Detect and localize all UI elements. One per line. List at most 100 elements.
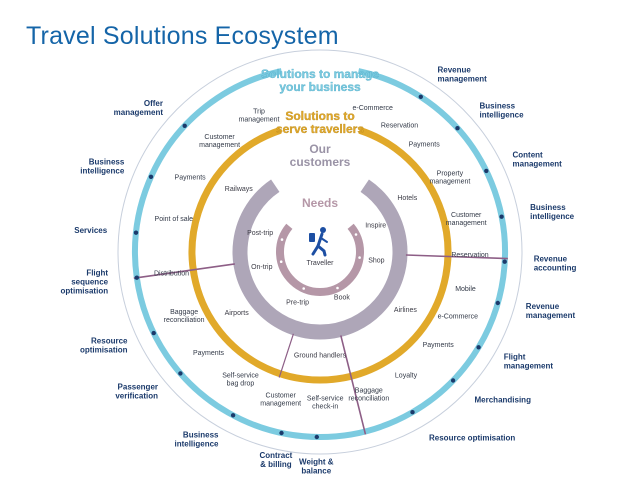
outer-label-business-intelligence: intelligence	[174, 440, 219, 449]
outer-guide-ring	[117, 49, 523, 455]
middle-label-baggage-reconciliation: reconciliation	[164, 317, 205, 324]
needs-ring-dot	[357, 255, 362, 260]
outer-ring-dot	[148, 174, 154, 179]
needs-label-inspire: Inspire	[365, 222, 386, 229]
outer-ring-dot	[495, 300, 500, 306]
outer-label-business-intelligence: intelligence	[530, 212, 575, 221]
middle-label-customer-management: Customer	[451, 212, 482, 219]
middle-label-loyalty: Loyalty	[395, 372, 418, 379]
needs-label-post-trip: Post-trip	[247, 230, 273, 237]
outer-ring-heading-line: Solutions to manage	[261, 67, 379, 81]
outer-label-resource-optimisation: Resource optimisation	[429, 433, 515, 442]
middle-label-distribution: Distribution	[154, 270, 189, 277]
middle-label-customer-management: management	[260, 400, 301, 407]
traveller-icon	[309, 227, 328, 257]
outer-ring-dot	[279, 430, 284, 436]
outer-label-revenue-management: Revenue	[526, 302, 560, 311]
outer-label-business-intelligence: Business	[89, 157, 125, 166]
outer-label-flight-management: Flight	[504, 353, 526, 362]
outer-ring-dot	[151, 330, 156, 336]
middle-ring-heading-line: Solutions to	[285, 109, 354, 123]
middle-label-baggage-reconciliation: Baggage	[170, 309, 198, 316]
middle-label-self-service-bag-drop: Self-service	[222, 373, 259, 380]
outer-ring-dot	[182, 123, 187, 128]
outer-label-resource-optimisation: optimisation	[80, 345, 128, 354]
outer-label-revenue-management: Revenue	[438, 66, 472, 75]
needs-label-on-trip: On-trip	[251, 264, 273, 271]
page-title: Travel Solutions Ecosystem	[26, 22, 339, 50]
outer-label-revenue-management: management	[526, 311, 576, 320]
middle-label-trip-management: management	[239, 117, 280, 124]
outer-label-revenue-accounting: Revenue	[534, 255, 568, 264]
middle-ring-heading-line: serve travellers	[276, 122, 364, 136]
middle-label-customer-management: Customer	[266, 392, 297, 399]
outer-label-business-intelligence: Business	[480, 102, 516, 111]
middle-label-payments: Payments	[193, 350, 225, 357]
outer-label-offer-management: Offer	[144, 99, 163, 108]
middle-label-customer-management: Customer	[204, 134, 235, 141]
sector-divider	[133, 263, 235, 279]
outer-ring-dot	[450, 378, 456, 383]
customers-ring	[232, 179, 408, 340]
outer-ring-dot	[484, 168, 489, 174]
middle-label-property-management: Property	[437, 171, 464, 178]
middle-label-reservation: Reservation	[381, 122, 418, 129]
needs-ring-dot	[335, 285, 340, 291]
middle-label-payments: Payments	[175, 175, 207, 182]
outer-ring-dot	[476, 345, 481, 350]
middle-label-point-of-sale: Point of sale	[155, 216, 194, 223]
middle-label-e-commerce: e-Commerce	[438, 314, 479, 321]
needs-ring-dot	[301, 286, 307, 291]
outer-label-flight-sequence-optimisation: Flight	[86, 269, 108, 278]
middle-label-payments: Payments	[423, 342, 455, 349]
middle-label-self-service-check-in: Self-service	[307, 395, 344, 402]
outer-ring-heading-line: your business	[279, 80, 361, 94]
outer-label-passenger-verification: Passenger	[118, 383, 158, 392]
needs-ring-dot	[279, 237, 285, 242]
middle-label-customer-management: management	[199, 142, 240, 149]
outer-ring-dot	[418, 94, 423, 100]
needs-label-shop: Shop	[368, 257, 384, 264]
outer-label-content-management: Content	[513, 151, 544, 160]
ring-labels: OffermanagementBusinessintelligenceServi…	[61, 66, 577, 476]
outer-label-revenue-accounting: accounting	[534, 264, 577, 273]
outer-label-flight-management: management	[504, 362, 554, 371]
needs-ring-dot	[353, 232, 359, 237]
middle-label-self-service-bag-drop: bag drop	[227, 381, 255, 388]
outer-label-revenue-management: management	[438, 75, 488, 84]
outer-ring-dot	[230, 413, 236, 418]
outer-ring-dot	[314, 434, 319, 440]
middle-label-e-commerce: e-Commerce	[352, 105, 393, 112]
outer-ring-dot	[502, 259, 507, 264]
outer-ring-dot	[134, 275, 139, 280]
middle-label-payments: Payments	[409, 142, 441, 149]
outer-label-weight-and-balance: Weight &	[299, 458, 334, 467]
outer-ring-dot	[410, 410, 415, 415]
sector-divider	[278, 333, 294, 378]
ring-dividers	[133, 254, 508, 435]
traveller-label: Traveller	[307, 260, 335, 267]
middle-label-self-service-check-in: check-in	[312, 403, 338, 410]
outer-label-offer-management: management	[114, 108, 164, 117]
outer-label-resource-optimisation: Resource	[91, 336, 128, 345]
middle-ring	[188, 126, 452, 384]
outer-label-business-intelligence: intelligence	[80, 166, 125, 175]
middle-label-property-management: management	[429, 179, 470, 186]
outer-label-contract-and-billing: & billing	[260, 460, 292, 469]
needs-ring-dot	[278, 259, 284, 265]
outer-ring-dot	[133, 230, 139, 235]
customer-label-airlines: Airlines	[394, 307, 417, 314]
middle-label-baggage-reconciliation: reconciliation	[348, 395, 389, 402]
outer-label-weight-and-balance: balance	[301, 467, 331, 476]
outer-label-flight-sequence-optimisation: sequence	[71, 278, 108, 287]
sector-divider	[340, 335, 367, 435]
outer-label-business-intelligence: intelligence	[480, 111, 525, 120]
sector-divider	[405, 254, 508, 260]
outer-ring-dot	[455, 126, 460, 131]
outer-label-flight-sequence-optimisation: optimisation	[61, 287, 109, 296]
customer-label-railways: Railways	[225, 186, 254, 193]
middle-label-reservation: Reservation	[451, 252, 488, 259]
middle-label-mobile: Mobile	[455, 286, 476, 293]
